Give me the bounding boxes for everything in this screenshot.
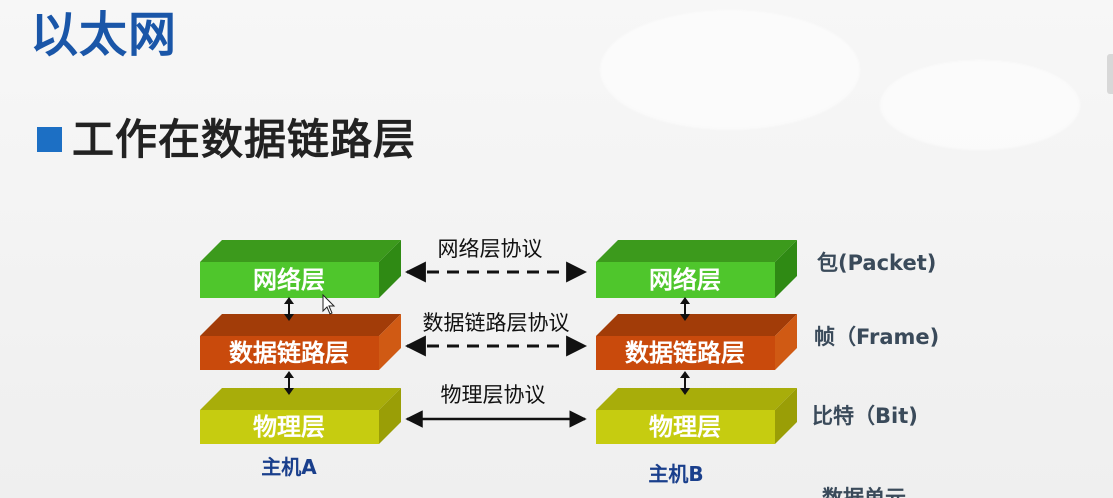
physical-protocol-label: 物理层协议 (441, 383, 546, 407)
host-a-connector-top (284, 297, 294, 321)
datalink-protocol-arrow: 数据链路层协议 (404, 311, 588, 357)
host-b-physical-label: 物理层 (649, 413, 721, 441)
scroll-edge (1107, 54, 1113, 94)
host-a-physical-layer: 物理层 (200, 388, 401, 444)
host-b-datalink-label: 数据链路层 (625, 339, 745, 367)
host-a-datalink-label: 数据链路层 (229, 339, 349, 367)
host-b-network-label: 网络层 (649, 266, 721, 294)
network-protocol-arrow: 网络层协议 (404, 237, 588, 283)
network-protocol-label: 网络层协议 (438, 237, 543, 261)
physical-protocol-arrow: 物理层协议 (405, 383, 587, 428)
datalink-protocol-label: 数据链路层协议 (423, 311, 570, 335)
background-highlight (600, 10, 860, 130)
unit-bit-label: 比特（Bit) (812, 404, 918, 428)
host-a-connector-bottom (284, 371, 294, 395)
host-b-connector-bottom (680, 371, 690, 395)
host-a-physical-label: 物理层 (253, 413, 325, 441)
unit-header-label: 数据单元 (822, 486, 906, 498)
host-a-network-label: 网络层 (253, 266, 325, 294)
host-a-network-layer: 网络层 (200, 240, 401, 298)
host-b-network-layer: 网络层 (596, 240, 797, 298)
host-b-label: 主机B (648, 462, 703, 486)
host-a-label: 主机A (261, 455, 317, 479)
host-b-connector-top (680, 297, 690, 321)
slide-title: 以太网 (30, 7, 178, 63)
host-a-datalink-layer: 数据链路层 (200, 314, 401, 370)
host-b-physical-layer: 物理层 (596, 388, 797, 444)
slide-subtitle: 工作在数据链路层 (72, 115, 417, 164)
unit-packet-label: 包(Packet) (817, 251, 936, 275)
bullet-square-icon (37, 127, 62, 152)
mouse-cursor-icon (322, 293, 336, 315)
unit-frame-label: 帧（Frame) (814, 325, 939, 349)
background-highlight (880, 60, 1080, 150)
host-b-datalink-layer: 数据链路层 (596, 314, 797, 370)
